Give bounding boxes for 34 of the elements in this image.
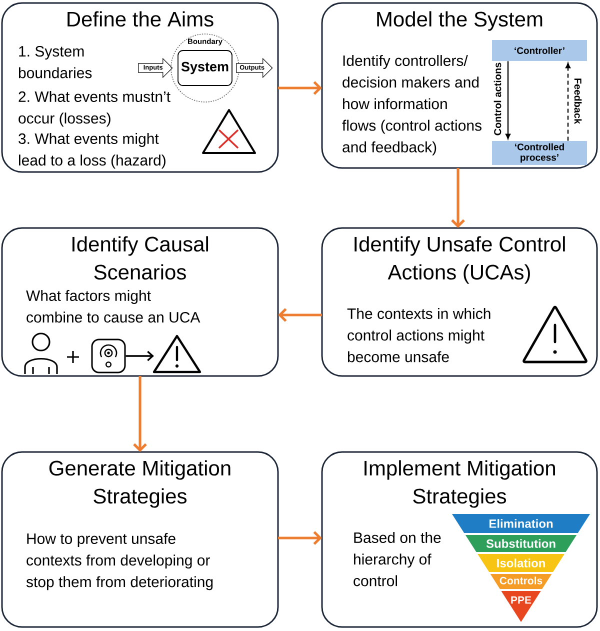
edge-label: Control actions — [494, 62, 502, 136]
step-description: Based on the hierarchy of control — [354, 532, 441, 586]
list-item: 3. What events might lead to a loss (hazard) — [18, 133, 166, 169]
list-item: 1. System boundaries — [18, 46, 92, 78]
arrow — [126, 350, 154, 362]
controller-box: ‘Controller’ — [492, 40, 587, 61]
pyramid-band: PPE — [501, 591, 541, 622]
pyramid-band: Substitution — [465, 535, 577, 552]
step-title: Identify Unsafe Control Actions (UCAs) — [354, 236, 565, 284]
system-box: System — [178, 50, 232, 86]
arrow — [278, 81, 322, 95]
step-description: How to prevent unsafe contexts from developing or stop them from deteriorating — [26, 533, 213, 590]
pyramid-band: Elimination — [452, 514, 590, 533]
step-title: Identify Causal Scenarios — [72, 236, 208, 280]
pyramid-band: Isolation — [478, 554, 564, 572]
arrow — [278, 531, 322, 545]
device-icon — [91, 338, 126, 374]
arrow — [566, 62, 570, 141]
step-title: Implement Mitigation Strategies — [364, 460, 555, 508]
step-title: Generate Mitigation Strategies — [49, 460, 230, 508]
edge-label: Feedback — [574, 78, 582, 124]
warning-icon — [152, 334, 202, 374]
list-item: 2. What events mustn’t occur (losses) — [18, 91, 170, 127]
step-description: Identify controllers/ decision makers and how information flows (control actions and feedback) — [342, 55, 482, 156]
pyramid-band: Controls — [490, 574, 552, 589]
step-description: What factors might combine to cause an UCA — [26, 290, 200, 323]
arrow — [506, 61, 510, 140]
step-title: Model the System — [377, 11, 542, 31]
step-description: The contexts in which control actions might become unsafe — [347, 308, 490, 362]
arrow — [278, 308, 322, 322]
process-box: ‘Controlled process’ — [492, 141, 587, 165]
arrow — [133, 376, 147, 452]
step-title: Define the Aims — [68, 11, 214, 27]
arrow — [451, 168, 465, 228]
